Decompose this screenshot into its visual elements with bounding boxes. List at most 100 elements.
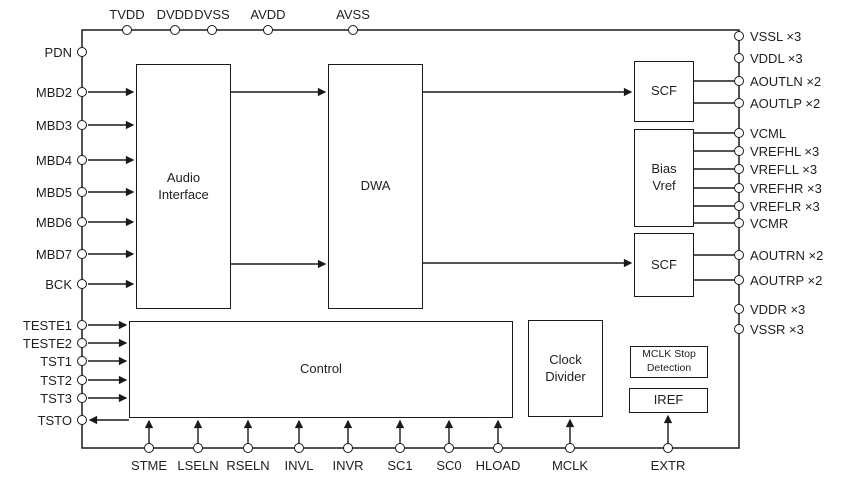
pin-label: BCK bbox=[45, 276, 72, 292]
pin-circle bbox=[77, 155, 87, 165]
pin-circle bbox=[294, 443, 304, 453]
pin-label: STME bbox=[130, 458, 168, 473]
pin-circle bbox=[734, 128, 744, 138]
pin-circle bbox=[170, 25, 180, 35]
pin-circle bbox=[77, 47, 87, 57]
pin-label: VREFLL ×3 bbox=[750, 161, 818, 177]
pin-label: TSTO bbox=[37, 412, 72, 428]
pin-label: PDN bbox=[44, 44, 72, 60]
pin-label: TST3 bbox=[40, 390, 72, 406]
pin-circle bbox=[395, 443, 405, 453]
block-mclk-stop-detection: MCLK Stop Detection bbox=[630, 346, 708, 378]
pin-label: RSELN bbox=[226, 458, 270, 473]
block-scf-r: SCF bbox=[634, 233, 694, 297]
pin-label: MBD6 bbox=[35, 214, 72, 230]
block-label: IREF bbox=[653, 392, 684, 408]
pin-circle bbox=[77, 356, 87, 366]
pin-label: MCLK bbox=[551, 458, 589, 473]
pin-label: INVR bbox=[332, 458, 364, 473]
block-label: Audio Interface bbox=[158, 169, 209, 202]
pin-label: VCML bbox=[750, 125, 787, 141]
pin-label: MBD7 bbox=[35, 246, 72, 262]
block-label: Control bbox=[300, 361, 342, 377]
block-label: SCF bbox=[651, 256, 677, 272]
pin-label: INVL bbox=[284, 458, 314, 473]
block-label: SCF bbox=[651, 83, 677, 99]
pin-circle bbox=[734, 31, 744, 41]
pin-label: EXTR bbox=[650, 458, 686, 473]
chip-boundary bbox=[81, 29, 740, 449]
signal-arrows bbox=[88, 87, 673, 444]
pin-circle bbox=[77, 217, 87, 227]
pin-circle bbox=[734, 98, 744, 108]
pin-label: VSSL ×3 bbox=[750, 28, 802, 44]
pin-label: VSSR ×3 bbox=[750, 321, 804, 337]
pin-label: AOUTRN ×2 bbox=[750, 247, 824, 263]
pin-label: VDDR ×3 bbox=[750, 301, 806, 317]
pin-circle bbox=[348, 25, 358, 35]
pin-label: TST2 bbox=[40, 372, 72, 388]
pin-label: VCMR bbox=[750, 215, 789, 231]
pin-circle bbox=[77, 187, 87, 197]
pin-circle bbox=[734, 324, 744, 334]
pin-circle bbox=[734, 183, 744, 193]
pin-circle bbox=[77, 120, 87, 130]
pin-circle bbox=[243, 443, 253, 453]
pin-label: TVDD bbox=[109, 7, 145, 22]
block-scf-l: SCF bbox=[634, 61, 694, 122]
block-label: DWA bbox=[360, 178, 391, 194]
pin-circle bbox=[734, 275, 744, 285]
pin-circle bbox=[734, 76, 744, 86]
pin-label: TESTE1 bbox=[22, 317, 72, 333]
pin-circle bbox=[193, 443, 203, 453]
pin-label: MBD4 bbox=[35, 152, 72, 168]
pin-circle bbox=[144, 443, 154, 453]
pin-label: MBD2 bbox=[35, 84, 72, 100]
pin-circle bbox=[77, 375, 87, 385]
pin-label: AOUTLN ×2 bbox=[750, 73, 822, 89]
pin-label: DVDD bbox=[156, 7, 194, 22]
pin-circle bbox=[207, 25, 217, 35]
pin-circle bbox=[263, 25, 273, 35]
pin-label: VDDL ×3 bbox=[750, 50, 803, 66]
pin-circle bbox=[343, 443, 353, 453]
pin-circle bbox=[734, 53, 744, 63]
pin-circle bbox=[565, 443, 575, 453]
pin-circle bbox=[734, 201, 744, 211]
block-control: Control bbox=[129, 321, 513, 418]
pin-label: LSELN bbox=[177, 458, 219, 473]
pin-circle bbox=[77, 393, 87, 403]
block-iref: IREF bbox=[629, 388, 708, 413]
pin-label: AOUTLP ×2 bbox=[750, 95, 821, 111]
pin-label: AVDD bbox=[250, 7, 286, 22]
pin-label: AOUTRP ×2 bbox=[750, 272, 823, 288]
pin-label: VREFLR ×3 bbox=[750, 198, 820, 214]
pin-circle bbox=[734, 146, 744, 156]
pin-circle bbox=[444, 443, 454, 453]
block-audio-interface: Audio Interface bbox=[136, 64, 231, 309]
pin-circle bbox=[734, 304, 744, 314]
pin-label: SC0 bbox=[436, 458, 462, 473]
pin-label: SC1 bbox=[387, 458, 413, 473]
pin-label: DVSS bbox=[194, 7, 230, 22]
pin-circle bbox=[734, 250, 744, 260]
pin-label: MBD5 bbox=[35, 184, 72, 200]
pin-circle bbox=[663, 443, 673, 453]
block-label: MCLK Stop Detection bbox=[642, 348, 696, 374]
pin-label: AVSS bbox=[336, 7, 370, 22]
pin-label: VREFHR ×3 bbox=[750, 180, 822, 196]
pin-label: VREFHL ×3 bbox=[750, 143, 820, 159]
pin-circle bbox=[493, 443, 503, 453]
pin-circle bbox=[734, 164, 744, 174]
pin-circle bbox=[734, 218, 744, 228]
pin-circle bbox=[77, 87, 87, 97]
block-label: Bias Vref bbox=[651, 161, 677, 193]
block-label: Clock Divider bbox=[545, 351, 586, 384]
pin-circle bbox=[77, 338, 87, 348]
pin-circle bbox=[77, 415, 87, 425]
pin-circle bbox=[77, 320, 87, 330]
block-clock-divider: Clock Divider bbox=[528, 320, 603, 417]
pin-circle bbox=[122, 25, 132, 35]
